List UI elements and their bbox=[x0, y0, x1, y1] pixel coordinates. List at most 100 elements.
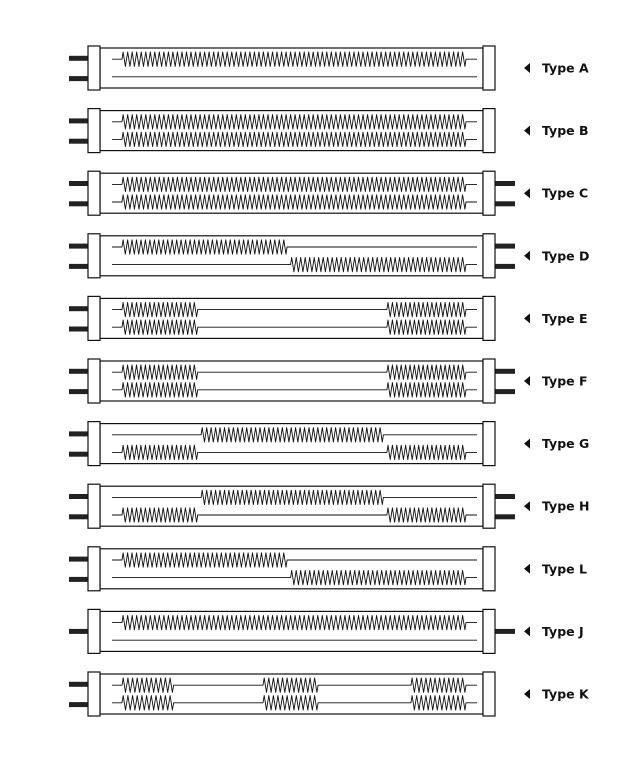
heating-coil-line bbox=[112, 319, 477, 335]
heating-coil-line bbox=[112, 552, 477, 568]
heating-coil-line bbox=[112, 239, 477, 255]
type-label: Type J bbox=[542, 624, 584, 639]
left-triangle-icon bbox=[524, 250, 530, 261]
end-cap-right bbox=[482, 107, 496, 154]
heater-type-e: Type E bbox=[69, 295, 588, 341]
terminal-pin bbox=[69, 368, 88, 374]
quartz-tube bbox=[99, 47, 484, 89]
heating-coil-line bbox=[112, 695, 477, 711]
terminal-pin bbox=[69, 243, 88, 249]
terminal-pin bbox=[495, 243, 515, 249]
terminal-pin bbox=[495, 628, 515, 634]
type-label: Type G bbox=[542, 436, 589, 451]
terminal-pin bbox=[69, 263, 88, 269]
end-cap-right bbox=[482, 546, 496, 592]
terminal-pin bbox=[69, 681, 88, 687]
terminal-pin bbox=[69, 494, 88, 499]
heater-type-j: Type J bbox=[69, 608, 584, 655]
end-cap-left bbox=[87, 170, 101, 216]
heating-coil-line bbox=[112, 301, 477, 318]
quartz-tube bbox=[99, 610, 484, 653]
end-cap-right bbox=[482, 170, 496, 216]
heater-type-k: Type K bbox=[69, 671, 590, 717]
end-cap-left bbox=[87, 546, 101, 592]
left-triangle-icon bbox=[524, 501, 530, 512]
terminal-pin bbox=[69, 389, 88, 395]
type-label: Type B bbox=[542, 123, 589, 138]
terminal-pin bbox=[69, 431, 88, 437]
heating-coil-line bbox=[112, 364, 477, 380]
terminal-pin bbox=[69, 138, 88, 144]
heating-coil-line bbox=[112, 176, 477, 193]
terminal-pin bbox=[69, 451, 88, 457]
terminal-pin bbox=[495, 181, 515, 186]
terminal-pin bbox=[495, 263, 515, 269]
heating-coil-line bbox=[112, 51, 477, 67]
heating-coil-line bbox=[112, 256, 477, 273]
heating-coil-line bbox=[112, 507, 477, 523]
terminal-pin bbox=[69, 514, 88, 520]
left-triangle-icon bbox=[524, 438, 530, 449]
end-cap-left bbox=[87, 107, 101, 154]
type-label: Type C bbox=[542, 186, 588, 201]
end-cap-right bbox=[482, 233, 496, 279]
type-label: Type L bbox=[542, 561, 587, 576]
end-cap-left bbox=[87, 608, 101, 655]
type-label: Type H bbox=[542, 499, 589, 514]
terminal-pin bbox=[69, 76, 88, 82]
end-cap-left bbox=[87, 671, 101, 717]
end-cap-right bbox=[482, 483, 496, 529]
heater-type-a: Type A bbox=[69, 45, 589, 91]
terminal-pin bbox=[495, 514, 515, 520]
terminal-pin bbox=[69, 576, 88, 582]
terminal-pin bbox=[69, 628, 88, 634]
heating-coil-line bbox=[112, 194, 477, 210]
quartz-tube bbox=[99, 548, 484, 590]
terminal-pin bbox=[69, 326, 88, 332]
heater-type-c: Type C bbox=[69, 170, 588, 216]
left-triangle-icon bbox=[524, 125, 530, 136]
type-label: Type D bbox=[542, 248, 589, 263]
end-cap-right bbox=[482, 671, 496, 717]
heater-type-d: Type D bbox=[69, 233, 589, 279]
heating-coil-line bbox=[112, 427, 477, 443]
terminal-pin bbox=[495, 494, 515, 499]
heating-coil-line bbox=[112, 131, 477, 148]
end-cap-right bbox=[482, 421, 496, 467]
terminal-pin bbox=[495, 201, 515, 207]
heating-coil-line bbox=[112, 382, 477, 398]
terminal-pin bbox=[69, 118, 88, 124]
left-triangle-icon bbox=[524, 563, 530, 574]
end-cap-right bbox=[482, 45, 496, 91]
left-triangle-icon bbox=[524, 689, 530, 699]
left-triangle-icon bbox=[524, 626, 530, 637]
heater-type-g: Type G bbox=[69, 421, 589, 467]
type-label: Type K bbox=[542, 687, 590, 702]
left-triangle-icon bbox=[524, 313, 530, 324]
heating-coil-line bbox=[112, 569, 477, 586]
end-cap-left bbox=[87, 233, 101, 279]
end-cap-left bbox=[87, 421, 101, 467]
left-triangle-icon bbox=[524, 63, 530, 73]
left-triangle-icon bbox=[524, 376, 530, 386]
end-cap-left bbox=[87, 483, 101, 529]
terminal-pin bbox=[69, 556, 88, 562]
heating-coil-line bbox=[112, 677, 477, 693]
quartz-tube bbox=[99, 235, 484, 277]
heating-coil-line bbox=[112, 444, 477, 461]
type-label: Type F bbox=[542, 374, 588, 389]
terminal-pin bbox=[495, 368, 515, 374]
heaters-layer: Type A Type B Type C Type D Type E Type F Type… bbox=[69, 45, 590, 717]
heater-type-b: Type B bbox=[69, 107, 589, 154]
end-cap-right bbox=[482, 358, 496, 404]
heating-coil-line bbox=[112, 489, 477, 506]
end-cap-right bbox=[482, 608, 496, 655]
heating-coil-line bbox=[112, 114, 477, 130]
end-cap-left bbox=[87, 45, 101, 91]
left-triangle-icon bbox=[524, 188, 530, 199]
heater-type-l: Type L bbox=[69, 546, 587, 592]
heating-coil-line bbox=[112, 614, 477, 631]
heater-type-f: Type F bbox=[69, 358, 588, 404]
end-cap-left bbox=[87, 358, 101, 404]
